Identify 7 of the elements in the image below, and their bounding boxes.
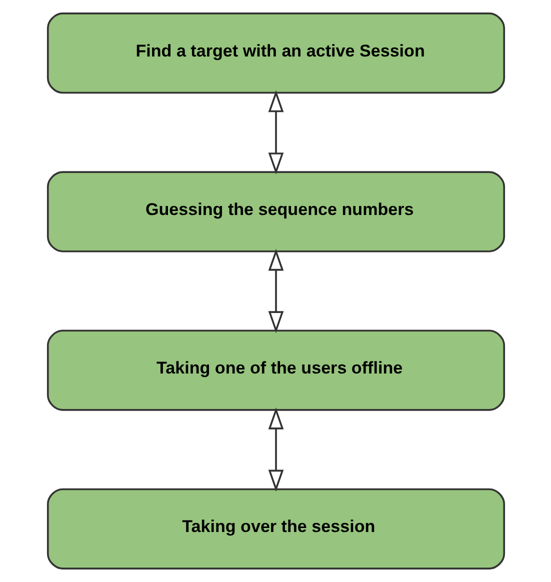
arrow <box>268 248 284 334</box>
node-box: Taking over the session <box>46 488 505 570</box>
node-box: Find a target with an active Session <box>46 12 505 94</box>
arrow <box>268 90 284 175</box>
node-box: Taking one of the users offline <box>46 330 505 411</box>
arrow <box>268 407 284 492</box>
node-box: Guessing the sequence numbers <box>46 171 505 252</box>
